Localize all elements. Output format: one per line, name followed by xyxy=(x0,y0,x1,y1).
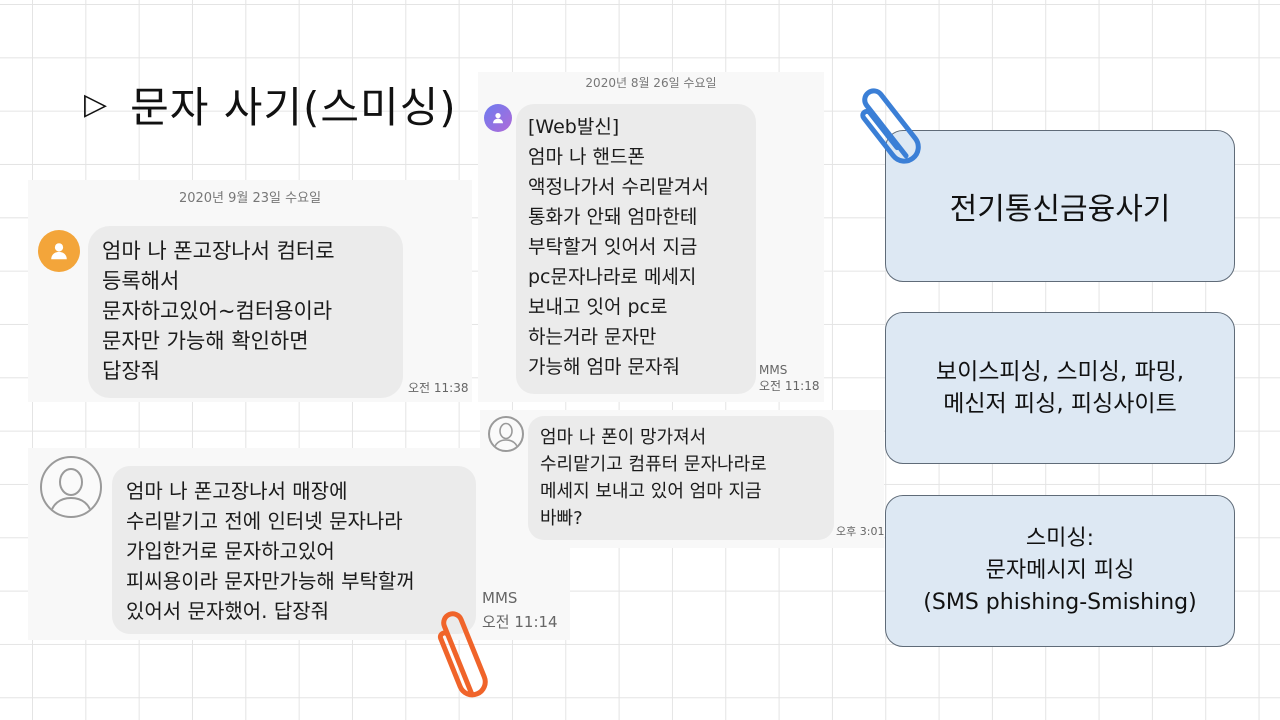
message-date: 2020년 8월 26일 수요일 xyxy=(585,76,717,90)
message-line: 엄마 나 폰고장나서 매장에 xyxy=(126,479,348,503)
info-box-text: 메신저 피싱, 피싱사이트 xyxy=(943,391,1177,417)
message-time: 오전 11:14 xyxy=(482,613,558,631)
message-line: 엄마 나 폰이 망가져서 xyxy=(540,427,707,448)
slide-title: ▷ 문자 사기(스미싱) xyxy=(84,74,457,135)
message-line: 수리맡기고 전에 인터넷 문자나라 xyxy=(126,509,403,533)
message-line: 부탁할거 잇어서 지금 xyxy=(528,236,698,258)
info-box-text: (SMS phishing-Smishing) xyxy=(923,590,1197,615)
info-box-text: 보이스피싱, 스미싱, 파밍, xyxy=(935,359,1185,385)
message-line: 바빠? xyxy=(540,508,583,529)
message-line: 가능해 엄마 문자줘 xyxy=(528,356,680,378)
message-line: 보내고 잇어 pc로 xyxy=(528,296,668,318)
message-line: 있어서 문자했어. 답장줘 xyxy=(126,599,330,623)
message-time: 오전 11:38 xyxy=(408,381,469,395)
message-line: 가입한거로 문자하고있어 xyxy=(126,539,335,563)
message-time: 오전 11:18 xyxy=(759,379,820,393)
message-line: 엄마 나 핸드폰 xyxy=(528,146,645,168)
message-bubble: [Web발신] 엄마 나 핸드폰 액정나가서 수리맡겨서 통화가 안돼 엄마한테… xyxy=(516,104,756,394)
message-line: 피씨용이라 문자만가능해 부탁할꺼 xyxy=(126,569,415,593)
info-box-text: 전기통신금융사기 xyxy=(949,192,1171,227)
message-line: 문자만 가능해 확인하면 xyxy=(102,329,309,353)
message-line: pc문자나라로 메세지 xyxy=(528,266,697,288)
message-screenshot-pm: 엄마 나 폰이 망가져서 수리맡기고 컴퓨터 문자나라로 메세지 보내고 있어 … xyxy=(480,410,884,548)
message-screenshot-store: 엄마 나 폰고장나서 매장에 수리맡기고 전에 인터넷 문자나라 가입한거로 문… xyxy=(28,448,570,640)
paperclip-icon xyxy=(860,88,921,164)
message-bubble: 엄마 나 폰이 망가져서 수리맡기고 컴퓨터 문자나라로 메세지 보내고 있어 … xyxy=(528,416,834,540)
triangle-right-icon: ▷ xyxy=(84,87,109,122)
slide-title-text: 문자 사기(스미싱) xyxy=(130,83,457,132)
message-screenshot-aug26: 2020년 8월 26일 수요일 [Web발신] 엄마 나 핸드폰 액정나가서 … xyxy=(478,72,824,402)
person-icon xyxy=(38,230,80,272)
message-bubble: 엄마 나 폰고장나서 컴터로 등록해서 문자하고있어~컴터용이라 문자만 가능해… xyxy=(88,226,403,398)
message-date: 2020년 9월 23일 수요일 xyxy=(178,191,322,206)
message-line: 등록해서 xyxy=(102,269,180,293)
info-box-text: 스미싱: xyxy=(1025,526,1095,551)
person-icon xyxy=(484,104,512,132)
person-outline-icon xyxy=(40,456,102,518)
message-screenshot-sep23: 2020년 9월 23일 수요일 엄마 나 폰고장나서 컴터로 등록해서 문자하… xyxy=(28,180,472,402)
message-line: 액정나가서 수리맡겨서 xyxy=(528,176,709,198)
message-line: 문자하고있어~컴터용이라 xyxy=(102,299,333,323)
message-type-label: MMS xyxy=(759,363,788,377)
message-line: 통화가 안돼 엄마한테 xyxy=(528,206,698,228)
info-box-smishing: 스미싱: 문자메시지 피싱 (SMS phishing-Smishing) xyxy=(885,495,1235,647)
message-line: 수리맡기고 컴퓨터 문자나라로 xyxy=(540,454,767,475)
message-line: 엄마 나 폰고장나서 컴터로 xyxy=(102,239,335,263)
info-box-fraud-types: 보이스피싱, 스미싱, 파밍, 메신저 피싱, 피싱사이트 xyxy=(885,312,1235,464)
message-type-label: MMS xyxy=(482,589,518,607)
info-box-telecom-fraud: 전기통신금융사기 xyxy=(885,130,1235,282)
message-line: [Web발신] xyxy=(528,116,620,138)
message-line: 하는거라 문자만 xyxy=(528,326,657,348)
message-time: 오후 3:01 xyxy=(836,525,885,538)
info-box-text: 문자메시지 피싱 xyxy=(985,558,1135,583)
message-line: 답장줘 xyxy=(102,359,160,383)
paperclip-icon xyxy=(437,611,488,698)
message-bubble: 엄마 나 폰고장나서 매장에 수리맡기고 전에 인터넷 문자나라 가입한거로 문… xyxy=(112,466,476,634)
person-outline-icon xyxy=(488,416,524,452)
message-line: 메세지 보내고 있어 엄마 지금 xyxy=(540,481,762,502)
